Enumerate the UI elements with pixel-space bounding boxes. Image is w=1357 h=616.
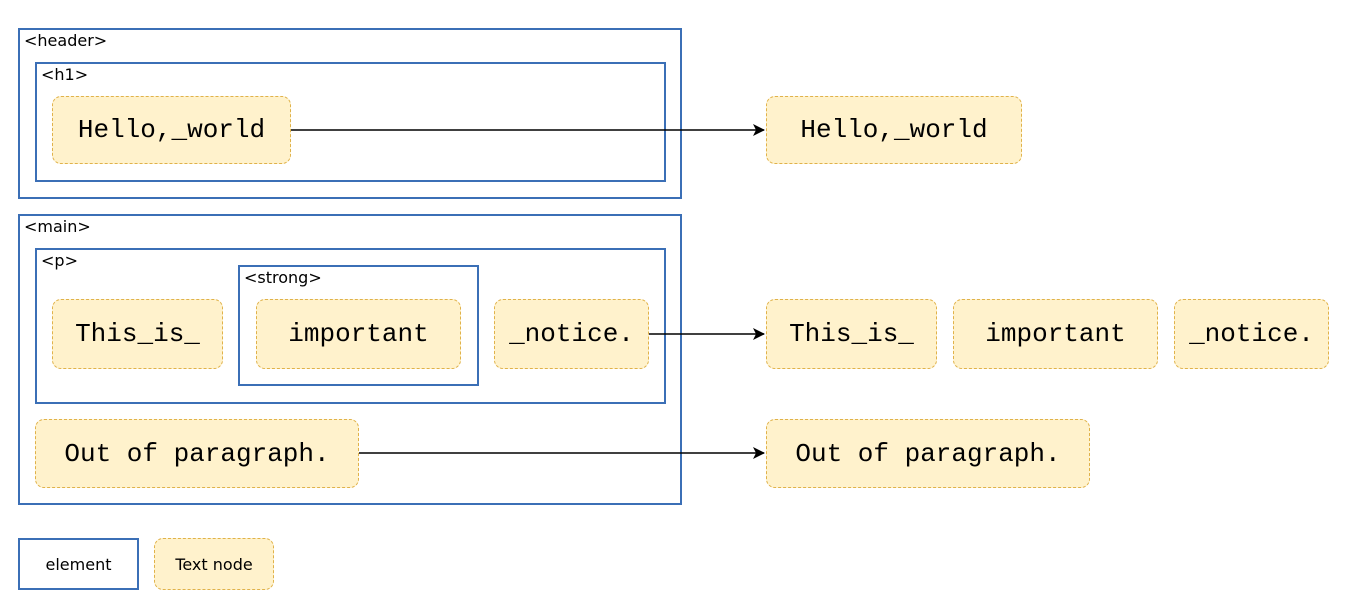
output-text-node-hello-world: Hello,_world	[766, 96, 1022, 164]
legend-text-node-box: Text node	[154, 538, 274, 590]
text-node-this-is: This_is_	[52, 299, 223, 369]
p-element: <p>	[35, 248, 666, 404]
header-element-label: <header>	[24, 31, 108, 50]
main-element: <main>	[18, 214, 682, 505]
text-node-important: important	[256, 299, 461, 369]
output-text-node-out-of-paragraph: Out of paragraph.	[766, 419, 1090, 488]
strong-element: <strong>	[238, 265, 479, 386]
strong-element-label: <strong>	[244, 268, 322, 287]
text-node-out-of-paragraph: Out of paragraph.	[35, 419, 359, 488]
text-node-hello-world: Hello,_world	[52, 96, 291, 164]
output-text-node-important: important	[953, 299, 1158, 369]
main-element-label: <main>	[24, 217, 91, 236]
legend-element-label: element	[45, 554, 112, 574]
output-text-node-notice: _notice.	[1174, 299, 1329, 369]
output-text-node-this-is: This_is_	[766, 299, 937, 369]
legend-text-node-label: Text node	[175, 554, 253, 574]
header-element: <header>	[18, 28, 682, 199]
legend-element-box: element	[18, 538, 139, 590]
h1-element-label: <h1>	[41, 65, 89, 84]
p-element-label: <p>	[41, 251, 78, 270]
h1-element: <h1>	[35, 62, 666, 182]
text-node-notice: _notice.	[494, 299, 649, 369]
